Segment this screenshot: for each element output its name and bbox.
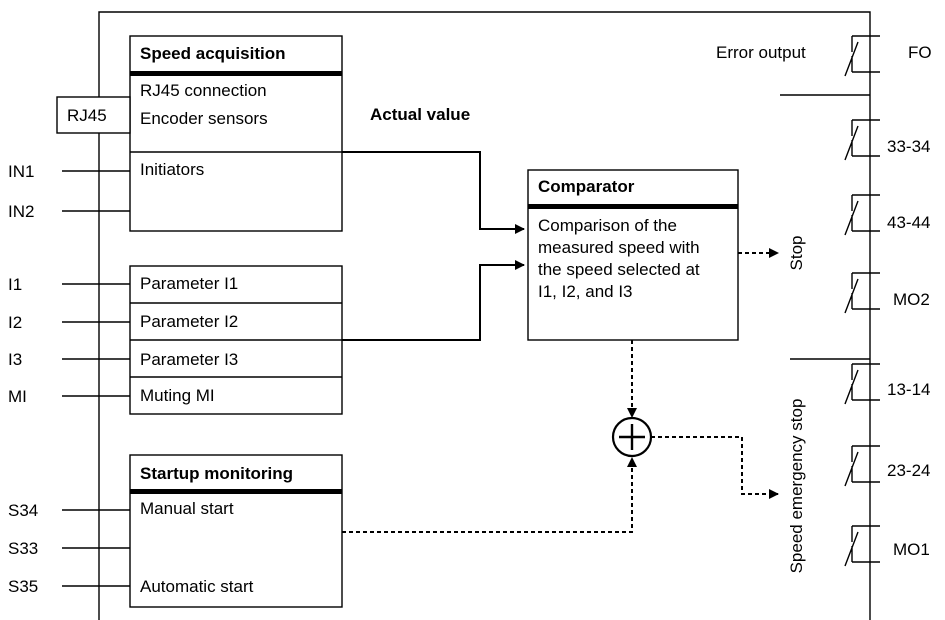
- s34-label: S34: [8, 501, 38, 520]
- s33-label: S33: [8, 539, 38, 558]
- error-output-label: Error output: [716, 43, 806, 62]
- startup-to-junction-arrow: [342, 457, 637, 533]
- output-mo1-label: MO1: [893, 540, 930, 559]
- output-43-44-label: 43-44: [887, 213, 930, 232]
- i3-label: I3: [8, 350, 22, 369]
- parameter-i2-label: Parameter I2: [140, 312, 238, 331]
- actual-value-arrow: [342, 151, 525, 234]
- manual-start-label: Manual start: [140, 499, 234, 518]
- summing-junction: [611, 416, 653, 458]
- speed-acquisition-block: Speed acquisition RJ45 connection Encode…: [129, 35, 343, 232]
- output-23-24-label: 23-24: [887, 461, 930, 480]
- speed-emergency-stop-arrow: [651, 436, 779, 499]
- automatic-start-label: Automatic start: [140, 577, 254, 596]
- comparator-text-line-2: measured speed with: [538, 238, 700, 257]
- startup-monitoring-block: Startup monitoring Manual start Automati…: [129, 454, 343, 608]
- parameter-i1-label: Parameter I1: [140, 274, 238, 293]
- output-fo-label: FO: [908, 43, 932, 62]
- s35-label: S35: [8, 577, 38, 596]
- contact-33-34: 33-34: [844, 119, 930, 161]
- speed-acquisition-title: Speed acquisition: [140, 44, 285, 63]
- rj45-port-label: RJ45: [67, 106, 107, 125]
- comparator-text-line-4: I1, I2, and I3: [538, 282, 633, 301]
- parameter-i3-label: Parameter I3: [140, 350, 238, 369]
- comparator-text-line-3: the speed selected at: [538, 260, 700, 279]
- output-33-34-label: 33-34: [887, 137, 930, 156]
- speed-emergency-stop-label: Speed emergency stop: [787, 399, 806, 574]
- comparator-text-line-1: Comparison of the: [538, 216, 677, 235]
- rj45-port: RJ45: [56, 96, 131, 134]
- startup-monitoring-title: Startup monitoring: [140, 464, 293, 483]
- contact-mo2: MO2: [844, 272, 930, 314]
- stop-label: Stop: [787, 236, 806, 271]
- initiators-label: Initiators: [140, 160, 204, 179]
- actual-value-label: Actual value: [370, 105, 470, 124]
- i2-label: I2: [8, 313, 22, 332]
- in1-label: IN1: [8, 162, 34, 181]
- rj45-connection-label: RJ45 connection: [140, 81, 267, 100]
- output-mo2-label: MO2: [893, 290, 930, 309]
- contact-13-14: 13-14: [844, 363, 930, 405]
- contact-23-24: 23-24: [844, 445, 930, 487]
- i1-label: I1: [8, 275, 22, 294]
- output-13-14-label: 13-14: [887, 380, 930, 399]
- comparator-title: Comparator: [538, 177, 635, 196]
- encoder-sensors-label: Encoder sensors: [140, 109, 268, 128]
- muting-mi-label: Muting MI: [140, 386, 215, 405]
- contact-43-44: 43-44: [844, 194, 930, 236]
- mi-label: MI: [8, 387, 27, 406]
- parameter-arrow: [342, 260, 525, 341]
- contact-fo: FO: [844, 35, 932, 77]
- comparator-block: Comparator Comparison of the measured sp…: [527, 169, 739, 341]
- parameter-block: Parameter I1 Parameter I2 Parameter I3 M…: [129, 265, 343, 415]
- in2-label: IN2: [8, 202, 34, 221]
- contact-mo1: MO1: [844, 525, 930, 567]
- device-enclosure: [98, 11, 871, 620]
